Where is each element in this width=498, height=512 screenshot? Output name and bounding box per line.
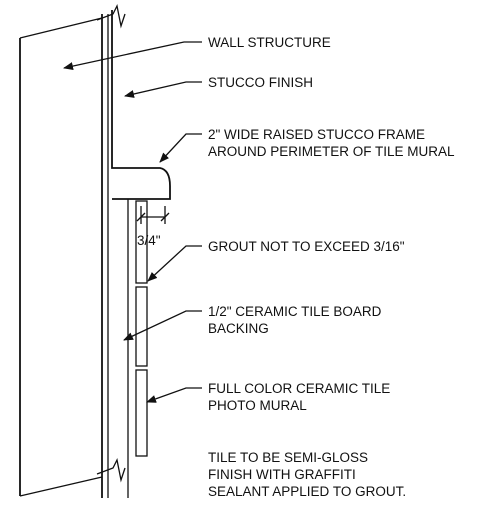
label-wall-structure: WALL STRUCTURE — [208, 35, 331, 50]
dim-tick-right — [160, 212, 170, 222]
callout-labels: WALL STRUCTURE STUCCO FINISH 2" WIDE RAI… — [208, 35, 455, 499]
tile-upper — [135, 200, 148, 284]
break-symbols — [96, 4, 126, 483]
leader-wall-structure — [63, 41, 202, 71]
wall-bottom-break — [19, 476, 103, 497]
tile-lower — [135, 369, 148, 457]
dimension-label: 3/4" — [137, 233, 161, 248]
leader-tile-board — [123, 310, 202, 341]
leaders — [63, 41, 202, 403]
label-stucco-finish: STUCCO FINISH — [208, 75, 313, 90]
label-raised-frame-1: 2" WIDE RAISED STUCCO FRAME — [208, 127, 425, 142]
label-grout: GROUT NOT TO EXCEED 3/16" — [208, 239, 405, 254]
top-break-symbol — [96, 4, 126, 29]
dimension-marker: 3/4" — [136, 206, 170, 248]
leader-raised-frame — [159, 133, 202, 163]
ceramic-tiles — [135, 200, 148, 457]
note-line-1: TILE TO BE SEMI-GLOSS — [208, 450, 368, 465]
label-tile-board-1: 1/2" CERAMIC TILE BOARD — [208, 304, 382, 319]
tile-middle — [135, 286, 148, 367]
label-photo-mural-1: FULL COLOR CERAMIC TILE — [208, 381, 390, 396]
leader-grout — [147, 245, 202, 282]
label-raised-frame-2: AROUND PERIMETER OF TILE MURAL — [208, 144, 455, 159]
label-photo-mural-2: PHOTO MURAL — [208, 398, 307, 413]
leader-photo-mural — [146, 387, 202, 403]
wall-top-break — [19, 17, 103, 39]
stucco-finish — [107, 10, 171, 498]
bottom-break-symbol — [96, 458, 126, 483]
wall-structure — [19, 14, 103, 498]
note-line-3: SEALANT APPLIED TO GROUT. — [208, 484, 406, 499]
leader-stucco-finish — [124, 81, 202, 98]
raised-stucco-frame — [111, 10, 171, 200]
note-line-2: FINISH WITH GRAFFITI — [208, 467, 356, 482]
dim-tick-left — [136, 212, 146, 222]
label-tile-board-2: BACKING — [208, 321, 269, 336]
